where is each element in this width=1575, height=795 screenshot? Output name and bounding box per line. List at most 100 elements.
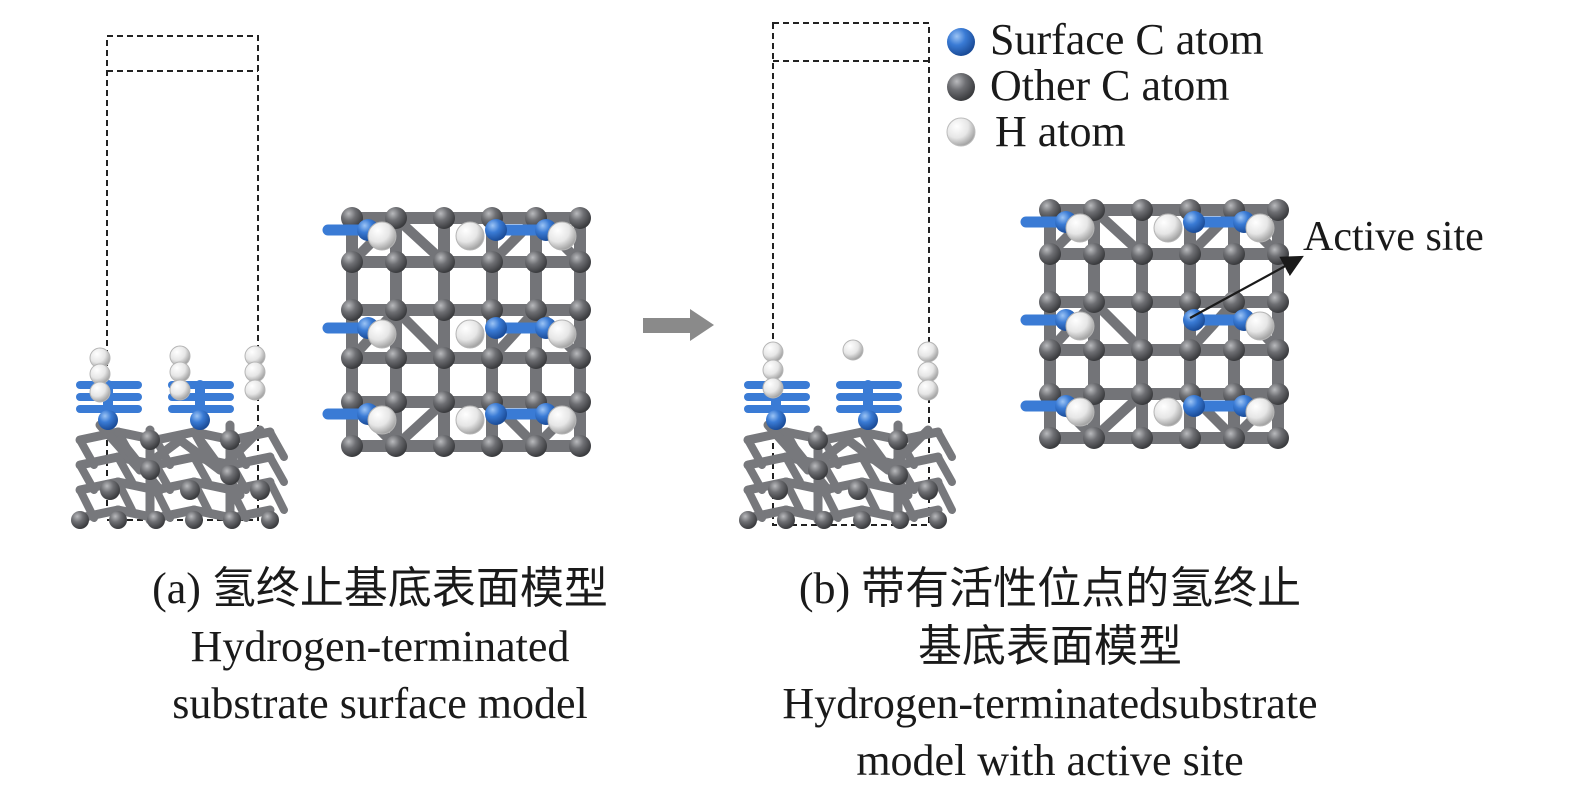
bond (391, 305, 449, 363)
bond (819, 452, 867, 470)
blue-sphere-icon (947, 28, 975, 56)
h-atom (89, 381, 111, 403)
other-c-atom (71, 511, 89, 529)
h-atom (917, 379, 939, 401)
other-c-atom (888, 430, 908, 450)
other-c-atom (1267, 291, 1289, 313)
other-c-atom (569, 347, 591, 369)
bond (266, 428, 288, 461)
bond (227, 452, 275, 470)
bond (76, 486, 98, 522)
h-atom (1245, 213, 1275, 243)
simulation-cell-box (106, 35, 259, 521)
other-c-atom (220, 430, 240, 450)
legend-label-h: H atom (995, 107, 1126, 156)
h-atom (367, 405, 397, 435)
bond (266, 478, 288, 514)
bond (744, 436, 766, 469)
simulation-cell-box (772, 22, 930, 526)
other-c-atom (1083, 427, 1105, 449)
h-atom (762, 341, 784, 363)
other-c-atom (1131, 243, 1153, 265)
other-c-atom (768, 480, 788, 500)
other-c-atom (433, 299, 455, 321)
bond (744, 486, 766, 522)
other-c-atom (433, 435, 455, 457)
h-atom (842, 339, 864, 361)
other-c-atom (385, 391, 407, 413)
side-structure-b (739, 339, 956, 529)
h-atom (547, 221, 577, 251)
other-c-atom (918, 480, 938, 500)
other-c-atom (341, 391, 363, 413)
other-c-atom (525, 435, 547, 457)
other-c-atom (220, 465, 240, 485)
other-c-atom (433, 251, 455, 273)
h-atom (244, 361, 266, 383)
h-atom (169, 361, 191, 383)
bond (152, 486, 174, 522)
surface-c-atom (766, 410, 786, 430)
other-c-atom (481, 251, 503, 273)
bond (744, 461, 766, 494)
h-atom (367, 221, 397, 251)
bond (266, 453, 288, 486)
bond (858, 453, 880, 486)
other-c-atom (525, 299, 547, 321)
other-c-atom (569, 391, 591, 413)
bond (782, 453, 804, 486)
active-site-label: Active site (1303, 214, 1484, 260)
other-c-atom (808, 430, 828, 450)
bond (743, 452, 791, 470)
caption-b-chinese-line2: 基底表面模型 (918, 622, 1182, 671)
other-c-atom (808, 460, 828, 480)
other-c-atom (185, 511, 203, 529)
other-c-atom (109, 511, 127, 529)
h-atom (762, 377, 784, 399)
h-atom (547, 319, 577, 349)
h-atom (1153, 213, 1183, 243)
h-atom (917, 341, 939, 363)
other-c-atom (261, 511, 279, 529)
bond (1089, 297, 1147, 355)
caption-a-english-line1: Hydrogen-terminated (190, 622, 570, 671)
bond (151, 452, 199, 470)
other-c-atom (525, 347, 547, 369)
bond (76, 461, 98, 494)
h-atom (169, 379, 191, 401)
caption-b-chinese-line1: (b) 带有活性位点的氢终止 (798, 564, 1302, 613)
surface-c-atom (190, 410, 210, 430)
surface-c-atom (858, 410, 878, 430)
h-atom (1065, 311, 1095, 341)
bond (782, 478, 804, 514)
other-c-atom (250, 480, 270, 500)
white-sphere-icon (946, 117, 976, 147)
bond (114, 478, 136, 514)
h-atom (917, 361, 939, 383)
bond (151, 427, 199, 445)
other-c-atom (853, 511, 871, 529)
other-c-atom (815, 511, 833, 529)
other-c-atom (525, 251, 547, 273)
h-atom (455, 319, 485, 349)
panel-a-top-view (322, 207, 591, 457)
other-c-atom (1039, 199, 1061, 221)
other-c-atom (848, 480, 868, 500)
other-c-atom (1039, 291, 1061, 313)
bond (934, 428, 956, 461)
surface-c-atom (485, 219, 507, 241)
other-c-atom (569, 299, 591, 321)
surface-c-atom (98, 410, 118, 430)
other-c-atom (569, 251, 591, 273)
other-c-atom (385, 299, 407, 321)
bond (934, 453, 956, 486)
h-atom (762, 359, 784, 381)
other-c-atom (569, 435, 591, 457)
caption-b-english-line2: model with active site (856, 736, 1244, 785)
other-c-atom (1083, 291, 1105, 313)
other-c-atom (1131, 291, 1153, 313)
other-c-atom (481, 347, 503, 369)
other-c-atom (777, 511, 795, 529)
other-c-atom (385, 435, 407, 457)
surface-c-atom (1183, 395, 1205, 417)
